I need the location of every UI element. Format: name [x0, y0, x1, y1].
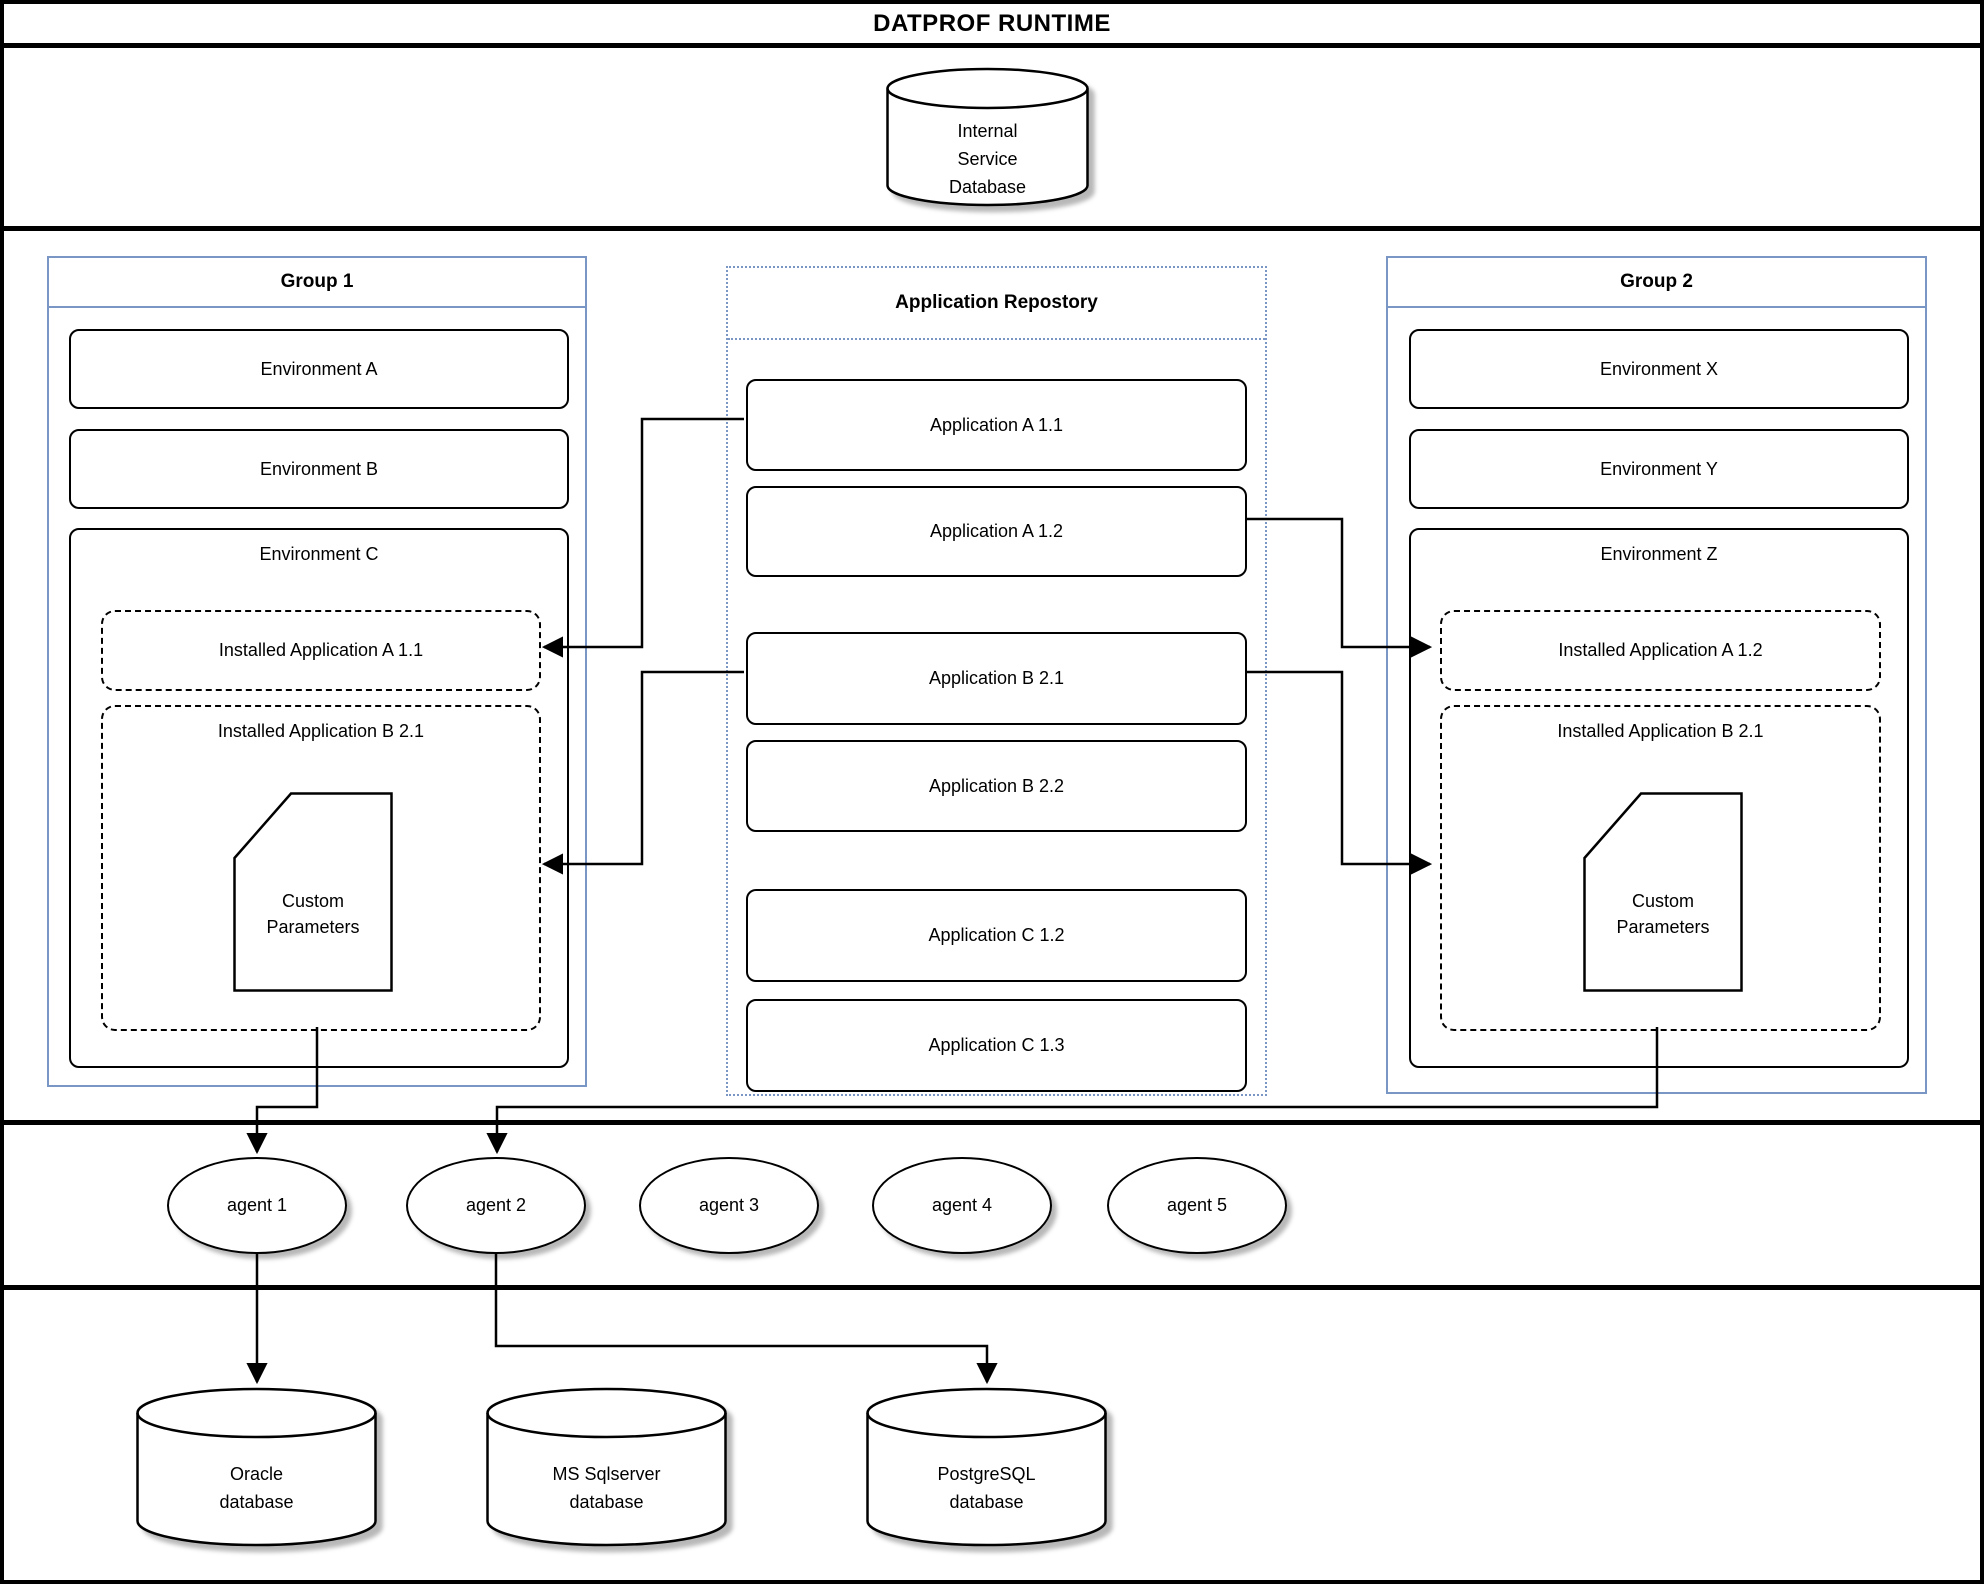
environment-c-label: Environment C [259, 544, 379, 564]
application-b21-box: Application B 2.1 [746, 632, 1247, 725]
environment-b-box: Environment B [69, 429, 569, 509]
environment-z-label: Environment Z [1600, 544, 1718, 564]
internal-db-label-line3: Database [948, 177, 1027, 197]
oracle-database-cylinder: Oracle database [136, 1387, 377, 1549]
group2-title: Group 2 [1388, 258, 1925, 308]
application-a11-box: Application A 1.1 [746, 379, 1247, 471]
agent-2-ellipse: agent 2 [406, 1157, 586, 1254]
custom-parameters-doc-g2: Custom Parameters [1583, 792, 1743, 992]
installed-application-b21-box-g2: Installed Application B 2.1 Custom Param… [1440, 705, 1881, 1031]
mssqlserver-database-cylinder: MS Sqlserver database [486, 1387, 727, 1549]
section-divider-groups [4, 1120, 1980, 1125]
agent-4-ellipse: agent 4 [872, 1157, 1052, 1254]
installed-application-a11-box: Installed Application A 1.1 [101, 610, 541, 691]
postgresql-database-cylinder: PostgreSQL database [866, 1387, 1107, 1549]
agent-1-ellipse: agent 1 [167, 1157, 347, 1254]
environment-z-box: Environment Z Installed Application A 1.… [1409, 528, 1909, 1068]
custom-parameters-label-g1: Custom Parameters [266, 891, 360, 937]
section-divider-internal-db [4, 226, 1980, 231]
custom-parameters-doc-g1: Custom Parameters [233, 792, 393, 992]
internal-service-database-cylinder: Internal Service Database [886, 67, 1089, 208]
group1-panel: Group 1 Environment A Environment B Envi… [47, 256, 587, 1087]
application-a12-box: Application A 1.2 [746, 486, 1247, 577]
installed-application-b21-label-g1: Installed Application B 2.1 [217, 721, 425, 741]
mssql-db-label-line2: database [569, 1492, 644, 1512]
database-cylinder-icon [486, 1387, 727, 1547]
group2-panel: Group 2 Environment X Environment Y Envi… [1386, 256, 1927, 1094]
application-repository-panel: Application Repostory Application A 1.1 … [726, 266, 1267, 1096]
group1-title: Group 1 [49, 258, 585, 308]
mssql-db-label-line1: MS Sqlserver [552, 1464, 661, 1484]
internal-db-label-line2: Service [957, 149, 1018, 169]
section-divider-agents [4, 1285, 1980, 1290]
database-cylinder-icon [886, 67, 1089, 207]
installed-application-a12-box: Installed Application A 1.2 [1440, 610, 1881, 691]
custom-parameters-label-g2: Custom Parameters [1616, 891, 1710, 937]
agent-5-ellipse: agent 5 [1107, 1157, 1287, 1254]
oracle-db-label-line1: Oracle [229, 1464, 283, 1484]
document-icon [233, 792, 393, 992]
environment-a-box: Environment A [69, 329, 569, 409]
application-c12-box: Application C 1.2 [746, 889, 1247, 982]
environment-x-box: Environment X [1409, 329, 1909, 409]
document-icon [1583, 792, 1743, 992]
postgres-db-label-line2: database [949, 1492, 1024, 1512]
installed-application-b21-box-g1: Installed Application B 2.1 Custom Param… [101, 705, 541, 1031]
agent-3-ellipse: agent 3 [639, 1157, 819, 1254]
installed-application-b21-label-g2: Installed Application B 2.1 [1557, 721, 1764, 741]
environment-c-box: Environment C Installed Application A 1.… [69, 528, 569, 1068]
oracle-db-label-line2: database [219, 1492, 294, 1512]
section-divider-title [4, 43, 1980, 48]
postgres-db-label-line1: PostgreSQL [937, 1464, 1036, 1484]
application-repository-title: Application Repostory [728, 268, 1265, 340]
environment-y-box: Environment Y [1409, 429, 1909, 509]
database-cylinder-icon [136, 1387, 377, 1547]
page-title: DATPROF RUNTIME [873, 9, 1111, 37]
database-cylinder-icon [866, 1387, 1107, 1547]
application-c13-box: Application C 1.3 [746, 999, 1247, 1092]
internal-db-label-line1: Internal [957, 121, 1018, 141]
connector-agent2-to-postgresql [494, 1254, 998, 1385]
application-b22-box: Application B 2.2 [746, 740, 1247, 832]
